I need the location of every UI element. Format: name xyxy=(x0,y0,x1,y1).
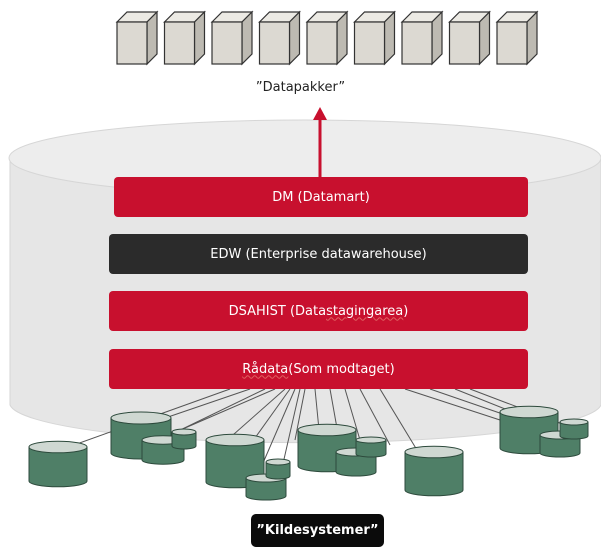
feed-line xyxy=(224,388,286,443)
datapakker-label: ”Datapakker” xyxy=(255,80,346,95)
warehouse-cylinder xyxy=(8,119,601,444)
source-databases xyxy=(28,405,589,501)
feed-line xyxy=(184,388,276,429)
feed-line xyxy=(281,388,301,469)
dsahist-label-part: staging xyxy=(326,303,375,319)
feed-line xyxy=(404,388,501,421)
data-package-cube xyxy=(258,10,301,66)
layer-dm-datamart: DM (Datamart) xyxy=(114,177,528,217)
feed-line xyxy=(379,388,421,456)
layer-dsahist-data-staging-area: DSAHIST (Data staging area) xyxy=(109,291,528,331)
data-package-cube xyxy=(163,10,206,66)
data-package-cube xyxy=(305,10,349,66)
data-package-cube xyxy=(115,10,159,66)
dsahist-label-part: DSAHIST (Data xyxy=(228,303,327,319)
source-database-icon xyxy=(245,473,287,501)
source-database-icon xyxy=(171,428,197,450)
data-package-cube xyxy=(210,10,254,66)
data-packages-row xyxy=(115,10,539,66)
feed-line xyxy=(344,388,361,441)
source-database-icon xyxy=(265,458,291,480)
dsahist-label-part: ) xyxy=(403,303,409,319)
data-package-cube xyxy=(400,10,444,66)
layer-edw-enterprise-datawarehouse: EDW (Enterprise datawarehouse) xyxy=(109,234,528,274)
layer-raadata-som-modtaget: Rådata (Som modtaget) xyxy=(109,349,528,389)
raadata-label-part: (Som modtaget) xyxy=(288,361,395,377)
data-package-cube xyxy=(353,10,396,66)
data-package-cube xyxy=(448,10,491,66)
dsahist-label-part: area xyxy=(374,303,404,319)
upward-arrow xyxy=(313,107,327,177)
data-package-cube xyxy=(495,10,539,66)
kildesystemer-label: ”Kildesystemer” xyxy=(251,514,384,547)
feed-line xyxy=(294,388,306,441)
feed-line xyxy=(259,388,296,471)
source-database-icon xyxy=(559,418,589,440)
feed-line xyxy=(359,388,391,446)
raadata-label-part: Rådata xyxy=(242,361,289,377)
source-database-icon xyxy=(28,440,88,488)
source-database-icon xyxy=(404,445,464,497)
source-database-icon xyxy=(355,436,387,458)
